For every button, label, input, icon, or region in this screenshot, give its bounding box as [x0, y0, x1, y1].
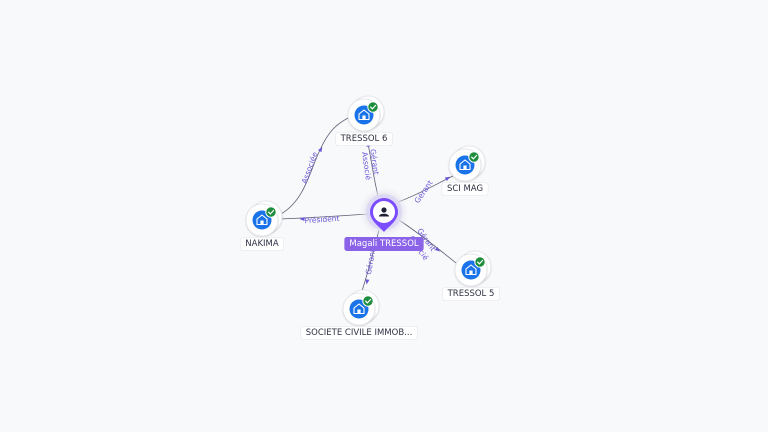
edge-arrow-icon	[444, 176, 451, 181]
person-label-bg	[344, 237, 424, 251]
company-node-tressol6[interactable]: TRESSOL 6	[335, 95, 393, 146]
verified-check-icon	[367, 101, 379, 113]
verified-check-icon	[474, 256, 486, 268]
person-name: Magali TRESSOL	[349, 239, 419, 249]
nodes-layer: TRESSOL 6 SCI MAG NAKIMA TRESSOL 5 SOCIETE C…	[239, 95, 500, 340]
company-label-bg	[335, 132, 393, 146]
edge-arrow-icon	[434, 246, 440, 252]
edge-role-label: Gérant	[364, 248, 377, 275]
company-label: NAKIMA	[239, 237, 285, 251]
edge-arrow-icon	[299, 217, 305, 221]
company-label: TRESSOL 6	[335, 132, 393, 146]
edge-role-label: Président	[304, 214, 340, 225]
company-label: TRESSOL 5	[442, 287, 500, 301]
company-label-bg	[239, 237, 285, 251]
edge-l_nakima_tressol6[interactable]: Associée	[280, 116, 351, 215]
edge-l_nakima[interactable]: Président	[279, 213, 369, 225]
company-label: SOCIETE CIVILE IMMOB...	[300, 326, 418, 340]
company-label: SCI MAG	[441, 182, 489, 196]
verified-check-icon	[362, 295, 374, 307]
company-node-sci_immob[interactable]: SOCIETE CIVILE IMMOB...	[300, 289, 418, 340]
company-name: SCI MAG	[447, 184, 483, 194]
company-label-bg	[442, 287, 500, 301]
edge-role-label: Associée	[300, 150, 320, 184]
company-name: TRESSOL 5	[447, 289, 495, 299]
company-node-nakima[interactable]: NAKIMA	[239, 200, 285, 251]
verified-check-icon	[468, 151, 480, 163]
company-name: TRESSOL 6	[340, 134, 388, 144]
verified-check-icon	[265, 206, 277, 218]
edge-role-label: Gérant	[413, 179, 435, 205]
edge-role-label: Gérant	[368, 149, 381, 176]
person-node-center[interactable]: Magali TRESSOL	[344, 187, 424, 251]
edge-arrow-icon	[365, 279, 370, 285]
company-label-bg	[300, 326, 418, 340]
edge-line	[280, 116, 351, 215]
edge-role-label: Associé	[360, 151, 373, 181]
edge-arrow-icon	[318, 146, 323, 153]
company-node-tressol5[interactable]: TRESSOL 5	[442, 250, 500, 301]
company-label-bg	[441, 182, 489, 196]
person-icon	[379, 207, 389, 217]
person-label: Magali TRESSOL	[344, 237, 424, 251]
company-name: SOCIETE CIVILE IMMOB...	[306, 328, 413, 338]
company-node-scimag[interactable]: SCI MAG	[441, 145, 489, 196]
company-name: NAKIMA	[245, 239, 279, 249]
